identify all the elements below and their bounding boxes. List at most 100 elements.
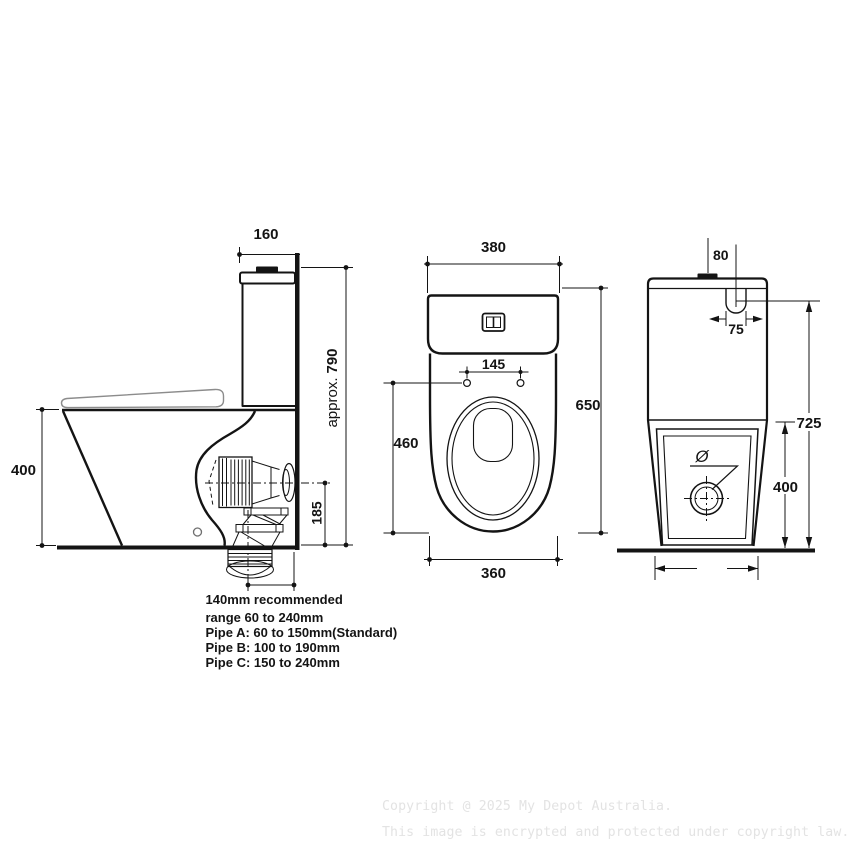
wall-line	[295, 253, 300, 550]
dim-400-rear: 400	[769, 421, 801, 548]
fixing-hole-side	[192, 527, 203, 537]
dim-380-label: 380	[481, 239, 506, 256]
flush-button-front	[481, 312, 506, 332]
pipe-ribbed-body	[218, 456, 253, 509]
dim-725-arrow-bottom	[805, 537, 813, 548]
dim-725-label: 725	[796, 415, 821, 432]
dim-145: 145	[459, 356, 529, 379]
flush-button-rear	[697, 273, 718, 279]
dim-400-side-label: 400	[11, 462, 36, 479]
plate2-end-left	[235, 524, 244, 533]
dim-360-lines	[424, 536, 563, 566]
dim-400-dot-bottom	[39, 543, 45, 548]
watermark-line-1: Copyright @ 2025 My Depot Australia.	[382, 799, 672, 814]
dim-790: approx. 790	[301, 265, 353, 548]
dim-base-arrow-right	[748, 565, 758, 572]
note-line-3: Pipe A: 60 to 150mm(Standard)	[206, 625, 398, 640]
dim-185: 185	[309, 480, 328, 548]
dim-725-label-mask	[793, 413, 825, 431]
dim-360-dot-right	[555, 557, 560, 562]
pipe-hidden-line	[208, 459, 217, 507]
dim-160-lines	[239, 247, 300, 263]
dim-650-dot-top	[598, 285, 604, 291]
dim-725: 725	[793, 301, 825, 548]
dim-460: 460	[383, 380, 462, 536]
dim-145-label: 145	[482, 356, 506, 372]
plate1-end-right	[280, 507, 289, 516]
floor-pipe-mouth-inner	[228, 565, 272, 576]
dim-380-dot-right	[557, 261, 562, 267]
dim-185-dot-top	[322, 480, 328, 486]
dim-400-side: 400	[11, 407, 59, 548]
tank-front	[426, 294, 560, 355]
dim-650-dot-bottom	[598, 530, 604, 536]
dim-400-arrow-bottom	[781, 537, 789, 548]
plate-diagonals	[242, 514, 288, 525]
note-line-5: Pipe C: 150 to 240mm	[206, 655, 340, 670]
dim-790-value: 790	[324, 348, 341, 373]
diameter-symbol: Ø	[694, 447, 710, 466]
dim-80: 80	[707, 238, 729, 273]
dim-380-lines	[424, 256, 563, 293]
seat-inner-ring	[451, 401, 535, 516]
side-view: 160 approx. 790 185 400	[11, 226, 397, 670]
pipe-end-cap	[222, 458, 227, 507]
note-line-4: Pipe B: 100 to 190mm	[206, 640, 340, 655]
dim-75-arrow-left	[709, 315, 719, 323]
watermark-line-2: This image is encrypted and protected un…	[382, 825, 849, 840]
floor-pipe	[227, 548, 273, 568]
outlet-pipe-assembly	[205, 456, 332, 584]
dim-790-label: approx. 790	[324, 348, 341, 427]
floor-pipe-mouth	[226, 560, 274, 579]
floor-line-rear	[617, 548, 815, 553]
dim-400-side-lines	[36, 409, 59, 546]
dim-650: 650	[562, 285, 608, 536]
dim-360-dot-left	[427, 557, 432, 562]
dim-460-label: 460	[393, 435, 418, 452]
diameter-leader-line	[690, 465, 740, 490]
bowl-rear-curve	[194, 410, 257, 546]
seat-fixing-hole-right	[516, 379, 525, 388]
note-line-2: range 60 to 240mm	[206, 610, 324, 625]
bowl-front-outline	[428, 353, 558, 533]
dim-400-rear-label: 400	[773, 479, 798, 496]
dim-140-dot-left	[245, 582, 251, 588]
dim-650-label: 650	[575, 397, 600, 414]
dim-160-label: 160	[253, 226, 278, 243]
dim-160: 160	[237, 226, 300, 263]
outlet-panel-inner	[662, 435, 752, 540]
dim-185-dot-bottom	[322, 542, 328, 548]
dim-380: 380	[424, 239, 563, 293]
dim-base-width	[654, 556, 759, 580]
pipe-notes: 140mm recommended range 60 to 240mm Pipe…	[206, 592, 398, 670]
dim-145-dot-left	[465, 370, 469, 374]
seat-lid-profile	[60, 388, 225, 409]
flush-button-side	[256, 266, 278, 273]
dim-140	[245, 552, 297, 591]
dim-400-label-mask	[769, 477, 801, 494]
dim-base-arrow-left	[655, 565, 665, 572]
dim-160-dot	[237, 252, 242, 257]
tank-body-side	[241, 283, 295, 407]
dim-140-lines	[247, 552, 295, 591]
dim-360-label: 360	[481, 565, 506, 582]
plate2-end-right	[275, 524, 284, 533]
floor-line	[57, 545, 299, 550]
dim-140-dot-right	[291, 582, 297, 588]
dim-80-label: 80	[713, 247, 729, 263]
dim-75-label: 75	[728, 321, 744, 337]
outlet-panel-outer	[655, 428, 759, 546]
inlet-notch	[725, 288, 747, 314]
dim-360: 360	[424, 536, 563, 582]
note-line-1: 140mm recommended	[206, 592, 343, 607]
watermark: Copyright @ 2025 My Depot Australia. Thi…	[382, 799, 849, 840]
rear-view: Ø 80 75 725	[617, 238, 825, 580]
front-view: 380 145 460 650 360	[383, 239, 608, 582]
bowl-front-slope	[61, 410, 124, 546]
dim-base-lines	[654, 556, 759, 580]
dim-790-prefix: approx.	[324, 377, 341, 427]
floor-pipe-ribs	[228, 553, 272, 565]
dim-790-dot-top	[343, 265, 349, 270]
